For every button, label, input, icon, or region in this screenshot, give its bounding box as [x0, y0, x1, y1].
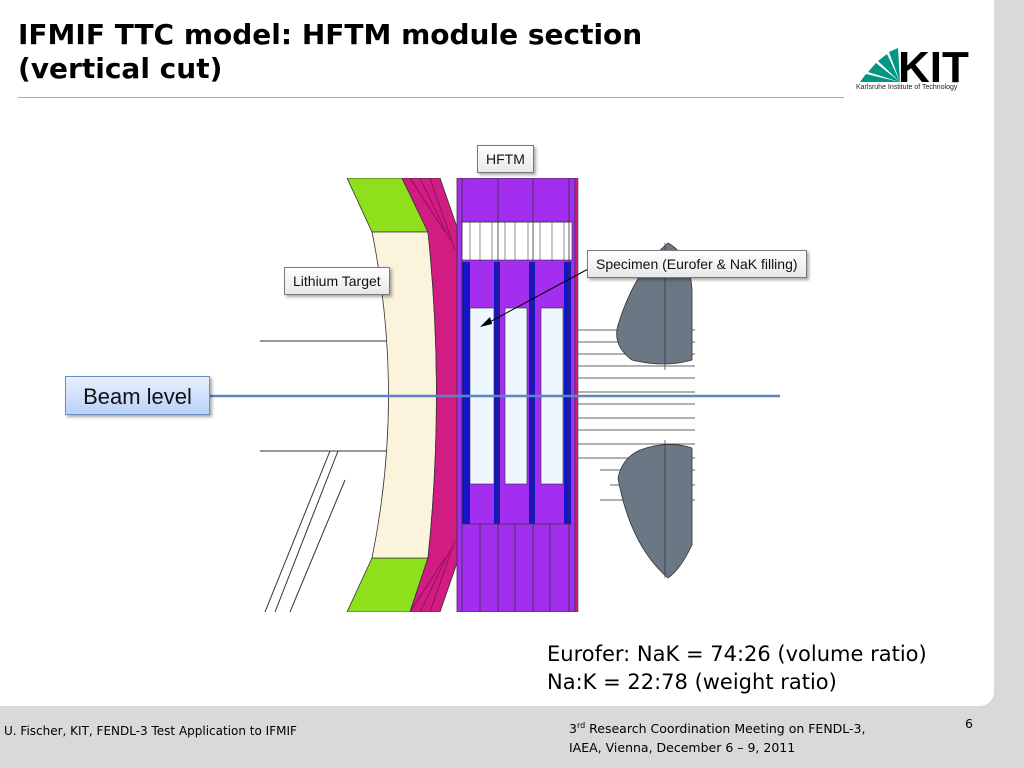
slide: IFMIF TTC model: HFTM module section (ve… — [0, 0, 994, 706]
weight-ratio-note: Na:K = 22:78 (weight ratio) — [547, 670, 837, 694]
volume-ratio-note: Eurofer: NaK = 74:26 (volume ratio) — [547, 642, 927, 666]
slide-title: IFMIF TTC model: HFTM module section (ve… — [18, 18, 778, 86]
kit-logo-fan-icon — [860, 48, 900, 82]
title-divider — [18, 97, 844, 98]
meeting-ordinal: 3 — [569, 721, 577, 737]
footer-author: U. Fischer, KIT, FENDL-3 Test Applicatio… — [4, 724, 297, 738]
hftm-label: HFTM — [477, 145, 534, 173]
back-wall-lines — [409, 178, 456, 612]
footer-meeting: 3rd Research Coordination Meeting on FEN… — [569, 716, 865, 757]
grey-component-bottom — [617, 444, 693, 579]
lithium-target-label: Lithium Target — [284, 267, 390, 295]
meeting-location: IAEA, Vienna, December 6 – 9, 2011 — [569, 740, 796, 756]
kit-logo-text: KIT — [898, 43, 969, 92]
meeting-title: Research Coordination Meeting on FENDL-3… — [585, 721, 866, 737]
left-beam-lines — [260, 340, 395, 612]
specimen-label: Specimen (Eurofer & NaK filling) — [587, 250, 807, 278]
title-line-1: IFMIF TTC model: HFTM module section — [18, 18, 643, 51]
kit-logo-subtitle: Karlsruhe Institute of Technology — [856, 84, 958, 91]
ratio-notes: Eurofer: NaK = 74:26 (volume ratio) Na:K… — [547, 640, 927, 696]
meeting-ordinal-suffix: rd — [576, 721, 586, 730]
beam-level-label: Beam level — [65, 376, 210, 415]
hftm-section-diagram — [210, 178, 780, 612]
page-number: 6 — [965, 716, 973, 731]
kit-logo: KIT — [860, 43, 969, 92]
title-line-2: (vertical cut) — [18, 52, 223, 85]
